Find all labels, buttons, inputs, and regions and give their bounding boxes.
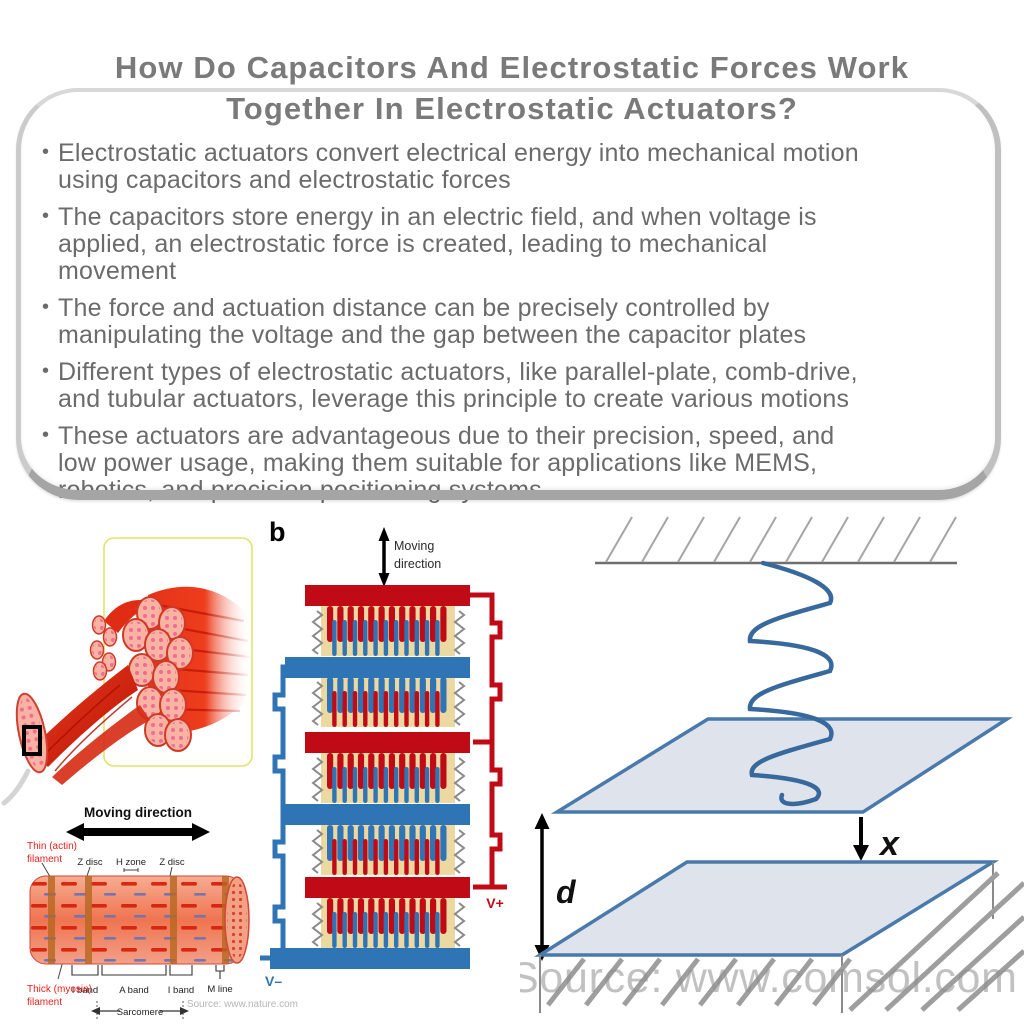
bullet-list: • Electrostatic actuators convert electri…	[40, 140, 992, 514]
red-electrode-bar	[305, 732, 470, 753]
a-band-label: A band	[119, 985, 149, 996]
thick-filament-label-2: filament	[27, 997, 62, 1008]
bullet-text-2: The capacitors store energy in an electr…	[58, 203, 817, 285]
panel-label-b: b	[269, 517, 286, 547]
i-band-left-label: I band	[72, 985, 98, 996]
comb-drive-figure: b Moving direction V+ V–	[260, 517, 507, 989]
nature-source-text: Source: www.nature.com	[187, 999, 298, 1010]
cylinder-end-dots	[227, 881, 247, 959]
d-gap-arrow	[534, 813, 550, 961]
moving-direction-label: Moving direction	[84, 805, 192, 820]
m-line-label: M line	[207, 984, 232, 995]
red-electrode-bar	[305, 877, 470, 898]
bullet-marker: •	[42, 424, 50, 446]
muscle-bundle-illustration	[1, 537, 253, 806]
bullet-text-3: The force and actuation distance can be …	[58, 294, 807, 349]
sarcomere-label: Sarcomere	[117, 1007, 163, 1018]
bullet-text-4: Different types of electrostatic actuato…	[58, 358, 858, 413]
bullet-marker: •	[42, 205, 50, 227]
fade-overlay	[206, 555, 251, 755]
band-brackets	[71, 965, 225, 979]
fixed-ceiling	[595, 516, 957, 565]
bullet-item-1: • Electrostatic actuators convert electri…	[40, 140, 992, 194]
comb-moving-label-2: direction	[394, 557, 441, 571]
d-label: d	[556, 874, 577, 910]
comsol-watermark: Source: www.comsol.com	[520, 954, 1018, 1002]
figure-strip: Moving direction Thin (actin) filament Z…	[0, 505, 1024, 1024]
v-plus-bus-line	[470, 592, 507, 890]
comb-moving-direction-arrow	[378, 527, 390, 587]
top-capacitor-plate	[550, 717, 1013, 814]
thick-filament-label: Thick (myosin)	[27, 984, 92, 995]
zoom-marker-rectangle	[22, 725, 42, 756]
bullet-marker: •	[42, 141, 50, 163]
muscle-band-lower-2	[52, 705, 150, 785]
x-label: x	[878, 825, 901, 863]
h-zone-label: H zone	[116, 857, 146, 868]
x-displacement-arrow	[853, 817, 869, 861]
sarcomere-cylinder	[29, 875, 250, 965]
i-band-right-label: I band	[168, 985, 194, 996]
fiber-cross-section	[15, 692, 49, 774]
v-minus-bus-line	[260, 664, 305, 961]
bullet-item-5: • These actuators are advantageous due to…	[40, 423, 992, 504]
sarcomere-diagram: Moving direction Thin (actin) filament Z…	[27, 805, 298, 1019]
moving-direction-arrow	[66, 823, 210, 841]
z-disc-band	[85, 876, 92, 964]
parallel-plate-figure: x d Source: www.comsol.com	[520, 516, 1024, 1013]
comb-electrode-bars	[270, 585, 470, 969]
blue-electrode-bar	[285, 657, 470, 678]
z-disc-band	[170, 876, 177, 964]
suspension-spring	[747, 560, 834, 807]
z-disc-band	[48, 876, 55, 964]
bullet-marker: •	[42, 296, 50, 318]
bullet-marker: •	[42, 360, 50, 382]
z-disc-right-label: Z disc	[159, 857, 185, 868]
comb-moving-label: Moving	[394, 539, 434, 553]
bullet-item-4: • Different types of electrostatic actuat…	[40, 359, 992, 413]
sarcomere-span-arrow	[91, 1001, 189, 1019]
blue-electrode-bar	[285, 804, 470, 825]
v-minus-label: V–	[265, 973, 282, 989]
blue-electrode-bar	[270, 948, 470, 969]
bullet-item-2: • The capacitors store energy in an elect…	[40, 204, 992, 285]
bullet-text-1: Electrostatic actuators convert electric…	[58, 139, 859, 194]
bullet-item-3: • The force and actuation distance can be…	[40, 295, 992, 349]
bullet-text-5: These actuators are advantageous due to …	[58, 422, 835, 504]
red-electrode-bar	[305, 585, 470, 606]
v-plus-label: V+	[486, 895, 504, 911]
muscle-anatomy-figure: Moving direction Thin (actin) filament Z…	[1, 537, 298, 1019]
ground-hatching	[539, 862, 1024, 1013]
thin-filament-label: Thin (actin)	[27, 841, 77, 852]
thin-filament-label-2: filament	[27, 854, 62, 865]
z-disc-left-label: Z disc	[77, 857, 103, 868]
leader-curve	[1, 768, 31, 806]
page-title: How Do Capacitors And Electrostatic Forc…	[114, 49, 910, 126]
